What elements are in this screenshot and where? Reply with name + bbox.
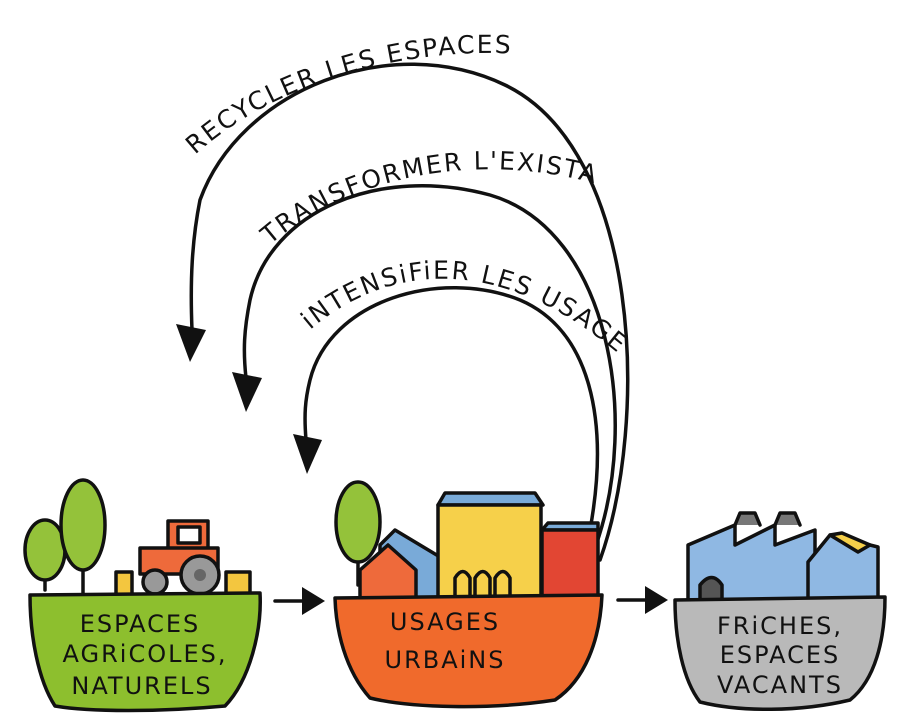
arc-label-intensifier: iNTENSiFiER LES USAGES <box>0 0 633 359</box>
urban-scene: USAGES URBAiNS <box>333 480 604 709</box>
agri-label-line-1: ESPACES <box>80 610 201 638</box>
urban-box <box>333 593 604 709</box>
arrowhead-icon <box>293 434 322 474</box>
vacant-label-line-1: FRiCHES, <box>717 612 843 640</box>
vacant-box <box>673 595 887 712</box>
tree-canopy <box>59 478 107 572</box>
vacant-label-line-2: ESPACES <box>720 641 841 669</box>
vacant-scene: FRiCHES, ESPACES VACANTS <box>673 511 887 712</box>
tree-icon <box>334 480 382 587</box>
flow-arrow-icon <box>616 586 668 614</box>
building-icon <box>436 491 545 507</box>
building-icon <box>540 528 600 604</box>
arrowhead-icon <box>232 372 262 412</box>
urban-label-line-1: USAGES <box>390 608 500 636</box>
agri-box <box>28 591 262 713</box>
house-icon <box>358 543 418 602</box>
agri-label-line-3: NATURELS <box>71 672 212 700</box>
tractor-icon <box>138 519 221 596</box>
urban-label-line-2: URBAiNS <box>385 646 506 674</box>
flow-arrow-icon <box>273 587 325 615</box>
arc-label-recycler: RECYCLER LES ESPACES <box>180 30 513 160</box>
vacant-label-line-3: VACANTS <box>717 671 843 699</box>
agri-label-line-2: AGRiCOLES, <box>63 640 228 668</box>
tree-icon <box>59 478 107 597</box>
arrowhead-icon <box>176 324 206 362</box>
tree-canopy <box>23 518 67 582</box>
arc-arrow-transformer <box>232 183 617 547</box>
tree-canopy <box>334 480 382 564</box>
arc-arrow-recycler <box>176 62 630 562</box>
tree-icon <box>23 518 67 592</box>
agri-scene: ESPACES AGRiCOLES, NATURELS <box>23 478 262 713</box>
arc-arrow-intensifier <box>293 286 600 532</box>
